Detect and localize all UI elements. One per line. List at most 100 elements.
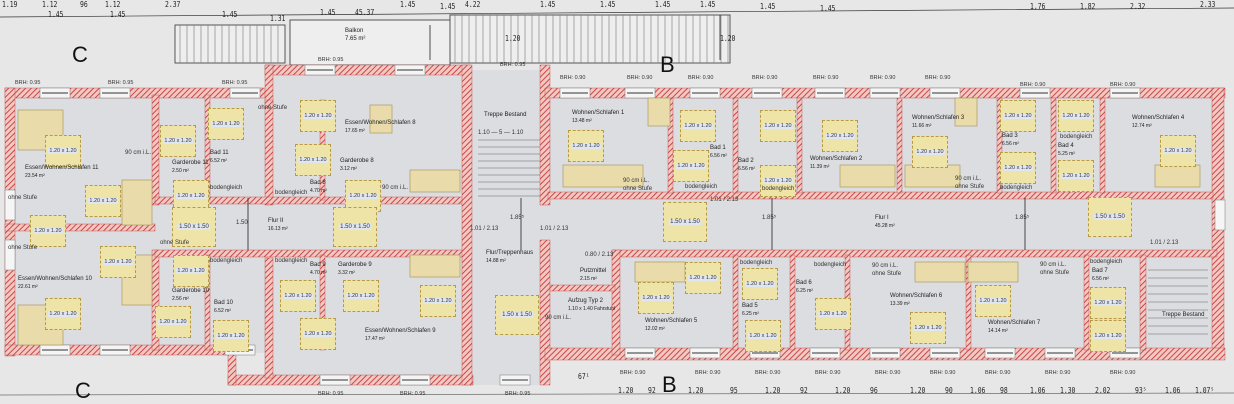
- bed-area-label: 1.20 x 1.20: [1003, 113, 1033, 119]
- dimension-top: 1.45: [400, 0, 416, 9]
- wall: [539, 64, 551, 206]
- bed-area-label: 1.20 x 1.20: [211, 121, 241, 127]
- wall: [549, 284, 616, 292]
- dimension-top: 1.45: [320, 8, 336, 17]
- room-name: Bad 9: [310, 262, 326, 268]
- room-name: Bad 3: [1002, 133, 1018, 139]
- bed-area-1-20: 1.20 x 1.20: [343, 280, 379, 312]
- wall: [319, 254, 326, 351]
- brh-label: BRH: 0.90: [627, 75, 653, 81]
- room-area: 45.28 m²: [875, 222, 895, 229]
- room-area: 1.10 x 1.40 Fahrstuhl: [568, 305, 615, 312]
- plan-note-door-080: 0.80 / 2.13: [585, 252, 614, 258]
- room-area: 2.56 m²: [172, 295, 189, 302]
- wall: [1050, 97, 1057, 194]
- room-area: 11.66 m²: [912, 122, 932, 129]
- plan-note-bodengleich: bodengleich: [1060, 134, 1093, 140]
- room-name: Bad 4: [1058, 143, 1074, 149]
- furniture: [839, 164, 896, 188]
- brh-label: BRH: 0.90: [930, 370, 956, 376]
- room-area: 6.56 m²: [1002, 140, 1019, 147]
- furniture: [967, 261, 1019, 283]
- room-area: 16.13 m²: [268, 225, 288, 232]
- bed-area-1-20: 1.20 x 1.20: [85, 185, 121, 217]
- room-name: Wohnen/Schlafen 2: [810, 156, 863, 162]
- wall: [965, 254, 972, 351]
- window: [4, 189, 16, 221]
- turning-circle-1-50: 1.50 x 1.50: [333, 207, 377, 247]
- room-name: Bad 11: [210, 150, 229, 156]
- wall: [1083, 254, 1090, 351]
- bed-area-1-20: 1.20 x 1.20: [815, 298, 851, 330]
- bed-area-1-20: 1.20 x 1.20: [300, 318, 336, 350]
- plan-note-door-90: 90 cm i.L.: [955, 176, 982, 182]
- dimension-bottom: 2.02: [1095, 386, 1111, 395]
- dimension-bottom: 67¹: [578, 372, 590, 381]
- bed-area-label: 1.20 x 1.20: [676, 163, 706, 169]
- room-name: Bad 6: [796, 280, 812, 286]
- brh-label: BRH: 0.90: [752, 75, 778, 81]
- furniture: [647, 97, 671, 127]
- bed-area-1-20: 1.20 x 1.20: [45, 298, 81, 330]
- plan-note-ohne-stufe: ohne Stufe: [872, 271, 902, 277]
- wall: [264, 99, 274, 206]
- bed-area-1-20: 1.20 x 1.20: [420, 285, 456, 317]
- room-area: 12.02 m²: [645, 325, 665, 332]
- bed-area-label: 1.20 x 1.20: [88, 198, 118, 204]
- furniture: [954, 97, 978, 127]
- dimension-top: 4.22: [465, 0, 481, 9]
- bed-area-label: 1.20 x 1.20: [1061, 113, 1091, 119]
- dimension-top: 1.45: [600, 0, 616, 9]
- brh-label: BRH: 0.90: [1110, 82, 1136, 88]
- room-name: Bad 8: [310, 180, 326, 186]
- room-area: 13.48 m²: [572, 117, 592, 124]
- plan-note-bodengleich: bodengleich: [1090, 259, 1123, 265]
- brh-label: BRH: 0.90: [925, 75, 951, 81]
- room-area: 6.25 m²: [742, 310, 759, 317]
- dimension-top: 1.45: [655, 0, 671, 9]
- balcony-area: 7.65 m²: [345, 35, 366, 42]
- room-name: Wohnen/Schlafen 6: [890, 293, 943, 299]
- wall: [732, 254, 739, 351]
- bed-area-1-20: 1.20 x 1.20: [912, 136, 948, 168]
- room-name: Essen/Wohnen/Schlafen 9: [365, 328, 436, 334]
- room-area: 6.56 m²: [710, 152, 727, 159]
- dimension-top: 1.45: [540, 0, 556, 9]
- room-area: 4.70 m²: [310, 269, 327, 276]
- brh-label: BRH: 0.90: [560, 75, 586, 81]
- dimension-bottom: 92: [648, 386, 656, 395]
- room-name: Flur II: [268, 218, 284, 224]
- plan-note-ohne-stufe: ohne Stufe: [623, 186, 653, 192]
- room-name: Putzmittel: [580, 268, 607, 274]
- room-name: Garderobe 9: [338, 262, 372, 268]
- section-marker-c: C: [72, 42, 88, 67]
- turning-circle-label: 1.50 x 1.50: [178, 224, 210, 230]
- brh-label: BRH: 0.90: [620, 370, 646, 376]
- wall: [732, 97, 739, 194]
- plan-note-bodengleich: bodengleich: [685, 184, 718, 190]
- dimension-bottom: 1.07⁵: [1195, 386, 1215, 395]
- bed-area-1-20: 1.20 x 1.20: [685, 262, 721, 294]
- room-name: Wohnen/Schlafen 7: [988, 320, 1041, 326]
- dimension-top: 1.12: [42, 0, 58, 9]
- wall: [461, 64, 473, 386]
- balcony-railing: [174, 24, 286, 64]
- section-marker-c: C: [75, 378, 91, 403]
- room-label: Treppe Bestand: [1162, 312, 1204, 320]
- room-name: Essen/Wohnen/Schlafen 11: [25, 165, 99, 171]
- wall: [796, 97, 803, 194]
- bed-area-label: 1.20 x 1.20: [348, 193, 378, 199]
- bed-area-label: 1.20 x 1.20: [641, 295, 671, 301]
- wall: [4, 87, 16, 357]
- brh-label: BRH: 0.95: [318, 57, 344, 63]
- bed-area-1-20: 1.20 x 1.20: [30, 215, 66, 247]
